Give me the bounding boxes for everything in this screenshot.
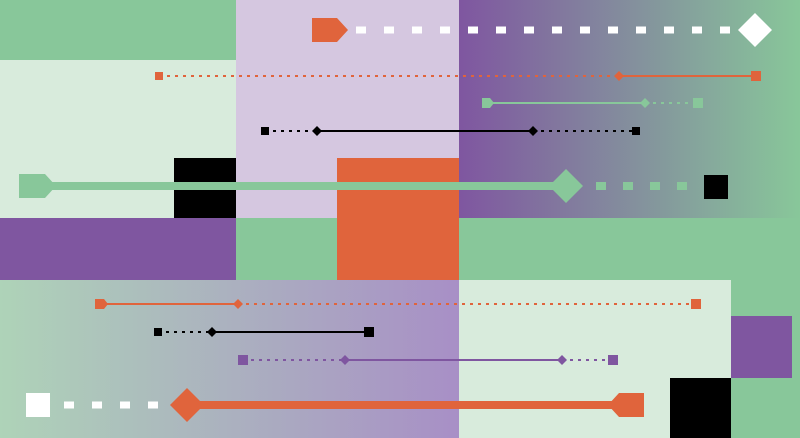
orange-pentagon-marker <box>312 18 348 42</box>
green-pentagon-marker <box>19 174 56 198</box>
orange-line-top <box>155 71 761 81</box>
orange-line-thick-bottom <box>26 388 644 422</box>
black-line-lower <box>154 327 374 337</box>
orange-pentagon-marker-bottom <box>608 393 644 417</box>
block-gradient-top-right <box>459 0 800 218</box>
block-green-top-left <box>0 0 236 60</box>
white-diamond-marker <box>738 13 772 47</box>
black-line-top <box>261 126 640 136</box>
white-dashed-line-top <box>312 13 772 47</box>
purple-line <box>238 355 618 365</box>
block-purple-right <box>731 316 792 378</box>
green-line-thick <box>19 169 728 203</box>
block-purple-left <box>0 218 236 280</box>
white-square-marker <box>26 393 50 417</box>
black-square-marker <box>704 175 728 199</box>
block-green-middle <box>236 218 800 280</box>
green-line-thin <box>482 98 703 108</box>
block-orange-center <box>337 158 459 280</box>
orange-line-middle <box>95 299 701 309</box>
block-black-bottom-right <box>670 378 731 438</box>
green-diamond-marker <box>549 169 583 203</box>
orange-diamond-marker <box>170 388 204 422</box>
